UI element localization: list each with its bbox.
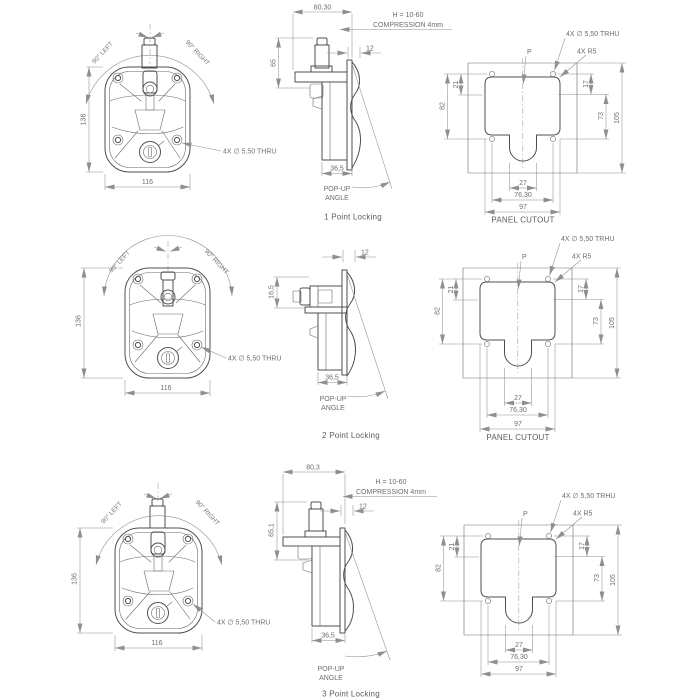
- holes-note: 4X ∅ 5,50 THRU: [228, 356, 281, 363]
- popup-angle-label-1: POP-UP: [324, 186, 351, 193]
- row-1-point-locking: 90° LEFT 90° RIGHT 136 116 4X ∅ 5,50 THR…: [81, 5, 626, 225]
- panel-cutout-caption: PANEL CUTOUT: [486, 433, 549, 442]
- angle-right-label: 90° RIGHT: [194, 498, 222, 527]
- side-view-1: 80,30 H = 10-60 COMPRESSION 4mm 12 65 36…: [271, 5, 452, 222]
- front-view-1: 90° LEFT 90° RIGHT 136 116 4X ∅ 5,50 THR…: [81, 24, 276, 190]
- cutout-holes-note: 4X ∅ 5,50 TRHU: [562, 493, 615, 500]
- compression-note-1: H = 10-60: [376, 479, 407, 486]
- dim-depth: 36,5: [321, 633, 335, 640]
- holes-note: 4X ∅ 5,50 THRU: [217, 620, 270, 627]
- dim-76-30: 76,30: [509, 407, 527, 414]
- dim-82: 82: [436, 564, 443, 572]
- dim-21: 21: [453, 81, 460, 89]
- angle-left-label: 90° LEFT: [107, 249, 132, 275]
- dim-97: 97: [519, 204, 527, 211]
- row-3-point-locking: 90° LEFT 90° RIGHT 136 116 4X ∅ 5,50 THR…: [72, 465, 622, 699]
- dim-top-width: 80,3: [306, 465, 320, 472]
- dim-height: 136: [76, 315, 83, 327]
- popup-angle-label-1: POP-UP: [318, 666, 345, 673]
- dim-offset: 12: [366, 46, 374, 53]
- dim-17: 17: [579, 542, 586, 550]
- cutout-holes-note: 4X ∅ 5,50 TRHU: [566, 31, 619, 38]
- side-view-3: 80,3 H = 10-60 COMPRESSION 4mm 12 65,1 3…: [269, 465, 437, 699]
- angle-left-label: 90° LEFT: [99, 500, 124, 526]
- dim-width: 116: [151, 640, 162, 647]
- dim-73: 73: [593, 317, 600, 325]
- popup-angle-label-2: ANGLE: [319, 675, 343, 682]
- compression-note-2: COMPRESSION 4mm: [356, 489, 426, 496]
- dim-73: 73: [594, 574, 601, 582]
- dim-height: 136: [72, 573, 79, 585]
- compression-note-2: COMPRESSION 4mm: [373, 22, 443, 29]
- panel-cutout-view-3: P 4X ∅ 5,50 TRHU 4X R5 21 82 17 73 105 2…: [436, 493, 622, 677]
- dim-73: 73: [598, 112, 605, 120]
- dim-97: 97: [514, 421, 522, 428]
- angle-left-label: 90° LEFT: [90, 40, 115, 66]
- panel-cutout-caption: PANEL CUTOUT: [491, 216, 554, 225]
- popup-angle-label-1: POP-UP: [320, 396, 347, 403]
- dim-width: 116: [142, 179, 153, 186]
- cutout-holes-note: 4X ∅ 5,50 TRHU: [561, 236, 614, 243]
- dim-76-30: 76,30: [510, 654, 528, 661]
- dim-handle-height: 65,1: [269, 523, 276, 537]
- dim-27: 27: [515, 642, 523, 649]
- popup-angle-label-2: ANGLE: [321, 405, 345, 412]
- point-label: P: [522, 254, 527, 261]
- cutout-radius-note: 4X R5: [573, 511, 593, 518]
- cutout-radius-note: 4X R5: [572, 254, 592, 261]
- dim-21: 21: [449, 543, 456, 551]
- dim-17: 17: [578, 285, 585, 293]
- dim-76-30: 76,30: [514, 192, 532, 199]
- dim-handle-height: 65: [271, 59, 278, 67]
- front-view-3: 90° LEFT 90° RIGHT 136 116 4X ∅ 5,50 THR…: [72, 483, 270, 651]
- dim-handle-height: 16,5: [269, 285, 276, 299]
- row-caption: 1 Point Locking: [324, 213, 382, 222]
- dim-21: 21: [448, 286, 455, 294]
- panel-cutout-view-2: P 4X ∅ 5,50 TRHU 4X R5 21 82 17 73 105 2…: [435, 236, 621, 442]
- dim-height: 136: [81, 114, 88, 126]
- panel-cutout-view-1: P 4X ∅ 5,50 TRHU 4X R5 21 82 17 73 105 2…: [440, 31, 626, 225]
- dim-27: 27: [514, 395, 522, 402]
- side-view-2: 12 16,5 36,5 POP-UP ANGLE 2 Point Lockin…: [269, 250, 389, 440]
- row-2-point-locking: 90° LEFT 90° RIGHT 136 116 4X ∅ 5,50 THR…: [76, 235, 621, 442]
- dim-depth: 36,5: [325, 375, 339, 382]
- cutout-radius-note: 4X R5: [577, 49, 597, 56]
- row-caption: 2 Point Locking: [322, 431, 380, 440]
- point-label: P: [527, 49, 532, 56]
- dim-105: 105: [614, 112, 621, 124]
- holes-note: 4X ∅ 5,50 THRU: [223, 149, 276, 156]
- front-view-2: 90° LEFT 90° RIGHT 136 116 4X ∅ 5,50 THR…: [76, 235, 281, 396]
- dim-depth: 36,5: [330, 166, 344, 173]
- angle-right-label: 90° RIGHT: [203, 247, 231, 276]
- dim-offset: 12: [359, 504, 367, 511]
- point-label: P: [523, 511, 528, 518]
- dim-82: 82: [435, 307, 442, 315]
- dim-105: 105: [609, 317, 616, 329]
- row-caption: 3 Point Locking: [322, 690, 380, 699]
- dim-27: 27: [519, 180, 527, 187]
- angle-right-label: 90° RIGHT: [184, 38, 212, 67]
- dim-97: 97: [515, 666, 523, 673]
- popup-angle-label-2: ANGLE: [325, 195, 349, 202]
- dim-82: 82: [440, 102, 447, 110]
- dim-105: 105: [610, 574, 617, 586]
- dim-top-width: 80,30: [314, 5, 332, 12]
- compression-note-1: H = 10-60: [393, 12, 424, 19]
- dim-width: 116: [160, 385, 171, 392]
- dim-17: 17: [583, 80, 590, 88]
- dim-offset: 12: [361, 250, 369, 257]
